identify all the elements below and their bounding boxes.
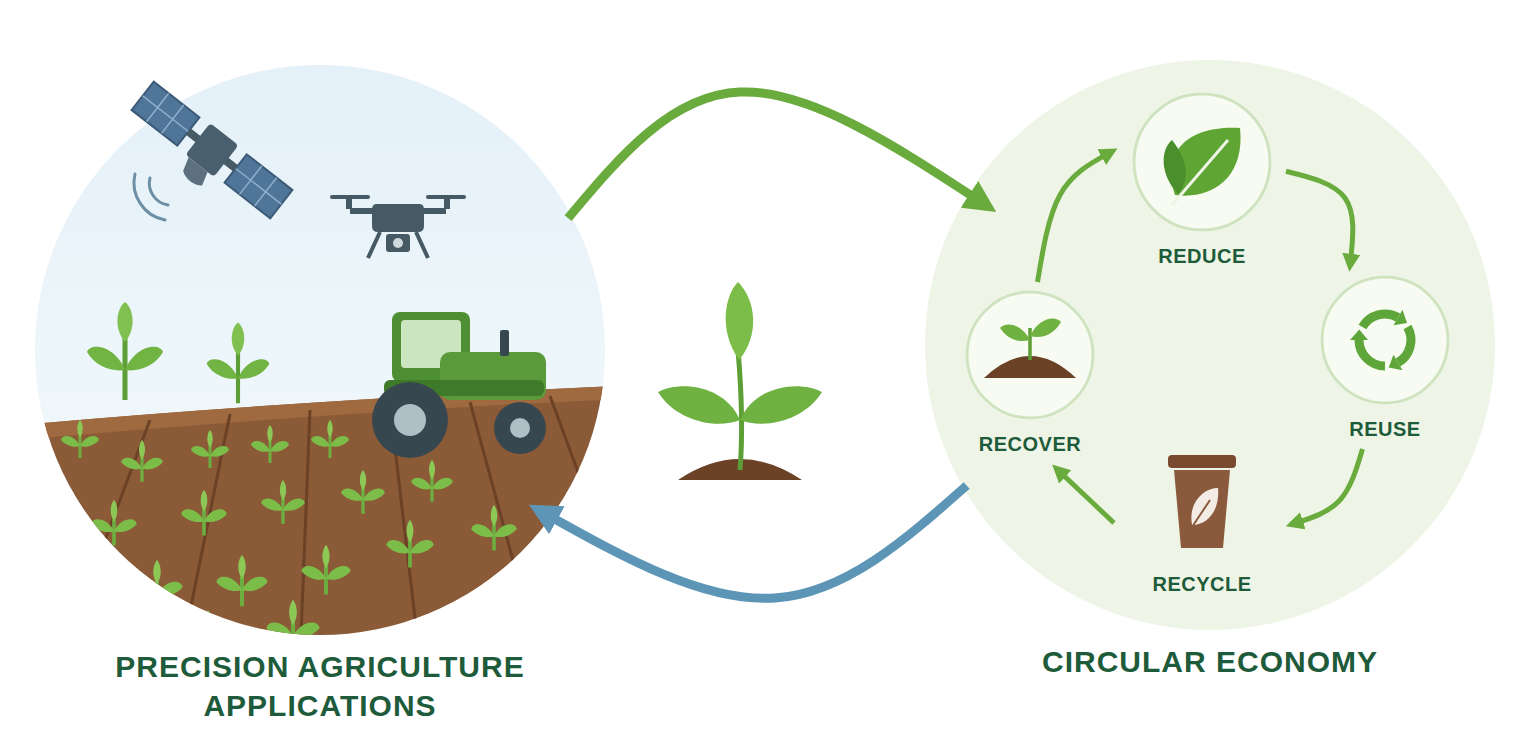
circle-outline xyxy=(1132,92,1272,232)
circle-outline xyxy=(965,290,1095,420)
stage-label: REDUCE xyxy=(1158,244,1245,268)
flow-arrow xyxy=(1038,154,1109,282)
flow-arrow xyxy=(1296,449,1363,523)
furrows xyxy=(60,396,640,660)
stage-label: RECOVER xyxy=(979,432,1081,456)
flow-arrow xyxy=(568,92,980,218)
circle-border xyxy=(967,292,1093,418)
flow-arrow xyxy=(1060,472,1114,523)
young-plants xyxy=(87,302,269,403)
signal-waves xyxy=(134,174,168,220)
drone xyxy=(330,195,466,258)
flow-arrow xyxy=(546,486,967,599)
circle-outline xyxy=(1147,450,1257,560)
circle-border xyxy=(1134,94,1270,230)
circle-outline xyxy=(925,60,1495,630)
region-circle: CIRCULAR ECONOMY REDUCE REUSE RECYCLE RECOVE… xyxy=(925,60,1495,681)
circle-outline xyxy=(1320,275,1450,405)
circle-border xyxy=(1149,452,1255,558)
soil-sprout-icon xyxy=(984,319,1076,378)
recycle-icon xyxy=(1348,310,1423,375)
circle-outline xyxy=(35,65,605,635)
sprout-icon xyxy=(658,282,822,480)
field xyxy=(20,385,640,660)
farm-scene xyxy=(20,65,640,663)
leaf-icon xyxy=(1164,128,1241,205)
stage-circle: REUSE xyxy=(1310,275,1460,441)
economy-circle xyxy=(925,60,1495,630)
stage-circle: RECYCLE xyxy=(1122,450,1282,596)
region-heading: CIRCULAR ECONOMY xyxy=(950,642,1470,681)
bin-icon xyxy=(1168,455,1236,548)
stage-label: RECYCLE xyxy=(1152,572,1251,596)
circle-border xyxy=(1322,277,1448,403)
stage-circle: RECOVER xyxy=(955,290,1105,456)
flow-arrow xyxy=(1286,171,1353,261)
stage-label: REUSE xyxy=(1349,417,1420,441)
region-heading: PRECISION AGRICULTURE APPLICATIONS xyxy=(60,647,580,725)
satellite xyxy=(119,80,293,234)
circle-border xyxy=(927,62,1493,628)
region-circle: PRECISION AGRICULTURE APPLICATIONS xyxy=(35,65,605,725)
circle-border xyxy=(37,67,603,633)
stage-circle: REDUCE xyxy=(1122,92,1282,268)
tractor xyxy=(372,312,546,458)
economy-scene xyxy=(925,60,1495,630)
crop-rows xyxy=(61,420,517,663)
